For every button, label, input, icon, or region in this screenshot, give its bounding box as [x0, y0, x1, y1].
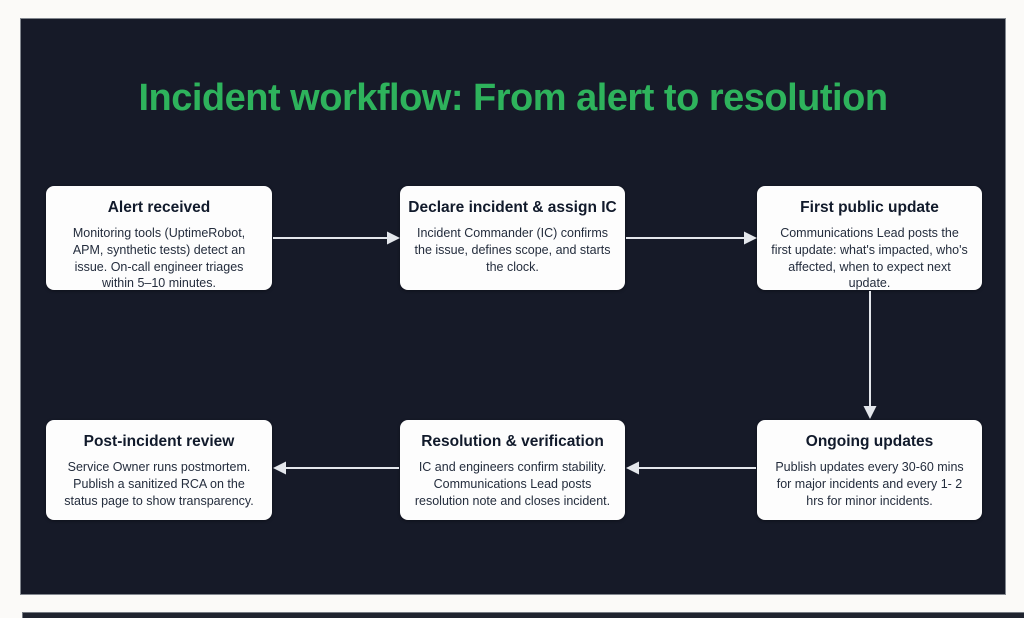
step-card-resolution-verification: Resolution & verification IC and enginee… — [400, 420, 625, 520]
step-body: Publish updates every 30-60 mins for maj… — [775, 460, 964, 508]
step-title: Ongoing updates — [805, 433, 934, 450]
step-body: Service Owner runs postmortem. Publish a… — [64, 460, 254, 508]
step-card-first-public-update: First public update Communications Lead … — [757, 186, 982, 290]
step-body: Monitoring tools (UptimeRobot, APM, synt… — [72, 226, 246, 291]
step-card-declare-incident: Declare incident & assign IC Incident Co… — [400, 186, 625, 290]
step-card-post-incident-review: Post-incident review Service Owner runs … — [46, 420, 272, 520]
step-title: Alert received — [107, 199, 211, 216]
step-card-ongoing-updates: Ongoing updates Publish updates every 30… — [757, 420, 982, 520]
cropped-next-section-edge — [22, 612, 1024, 618]
step-title: Resolution & verification — [421, 433, 604, 450]
step-title: Declare incident & assign IC — [408, 199, 617, 216]
step-body: Communications Lead posts the first upda… — [771, 226, 968, 291]
page-title: Incident workflow: From alert to resolut… — [138, 77, 888, 119]
step-title: Post-incident review — [83, 433, 235, 450]
step-body: IC and engineers confirm stability. Comm… — [414, 460, 611, 508]
step-body: Incident Commander (IC) confirms the iss… — [414, 226, 611, 274]
step-title: First public update — [800, 199, 939, 216]
step-card-alert-received: Alert received Monitoring tools (UptimeR… — [46, 186, 272, 290]
